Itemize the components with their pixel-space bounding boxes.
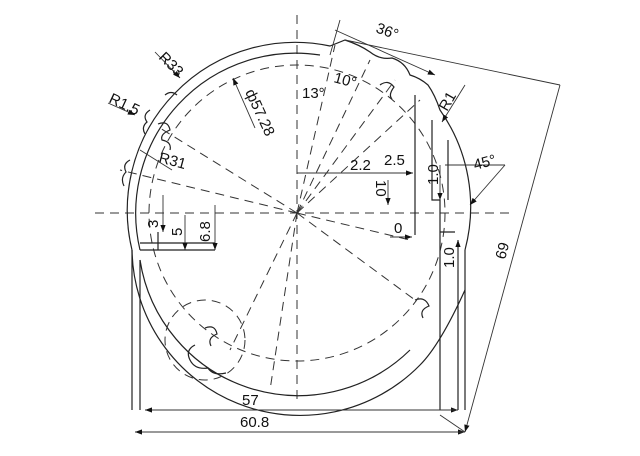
label-angle-13: 13° <box>302 85 325 102</box>
hole-circle <box>164 299 246 381</box>
label-dim-1-0-bottom: 1.0 <box>441 247 458 268</box>
label-angle-36: 36° <box>374 20 401 44</box>
label-r1: R1 <box>436 89 460 114</box>
label-angle-10: 10° <box>332 69 358 91</box>
label-dim-10: 10 <box>372 180 389 197</box>
label-dim-5: 5 <box>169 228 186 236</box>
label-r33: R33 <box>155 49 186 80</box>
inner-dashed-circle <box>148 64 446 362</box>
label-diameter-57-28: ф57.28 <box>241 87 277 139</box>
label-dim-69: 69 <box>492 241 513 262</box>
label-dim-2-5: 2.5 <box>384 152 405 169</box>
label-angle-45: 45° <box>472 152 498 174</box>
dimension-lines <box>107 19 561 435</box>
profile-outline <box>121 39 472 416</box>
label-dim-60-8: 60.8 <box>240 414 269 431</box>
radial-lines <box>119 44 421 391</box>
label-r31: R31 <box>157 149 188 173</box>
label-dim-57: 57 <box>242 392 259 409</box>
label-r1-5: R1.5 <box>106 90 142 119</box>
label-dim-3: 3 <box>145 220 162 228</box>
label-dim-0: 0 <box>394 220 402 237</box>
label-dim-6-8: 6.8 <box>197 221 214 242</box>
label-dim-1-0-top: 1.0 <box>425 164 442 185</box>
label-dim-2-2: 2.2 <box>350 157 371 174</box>
